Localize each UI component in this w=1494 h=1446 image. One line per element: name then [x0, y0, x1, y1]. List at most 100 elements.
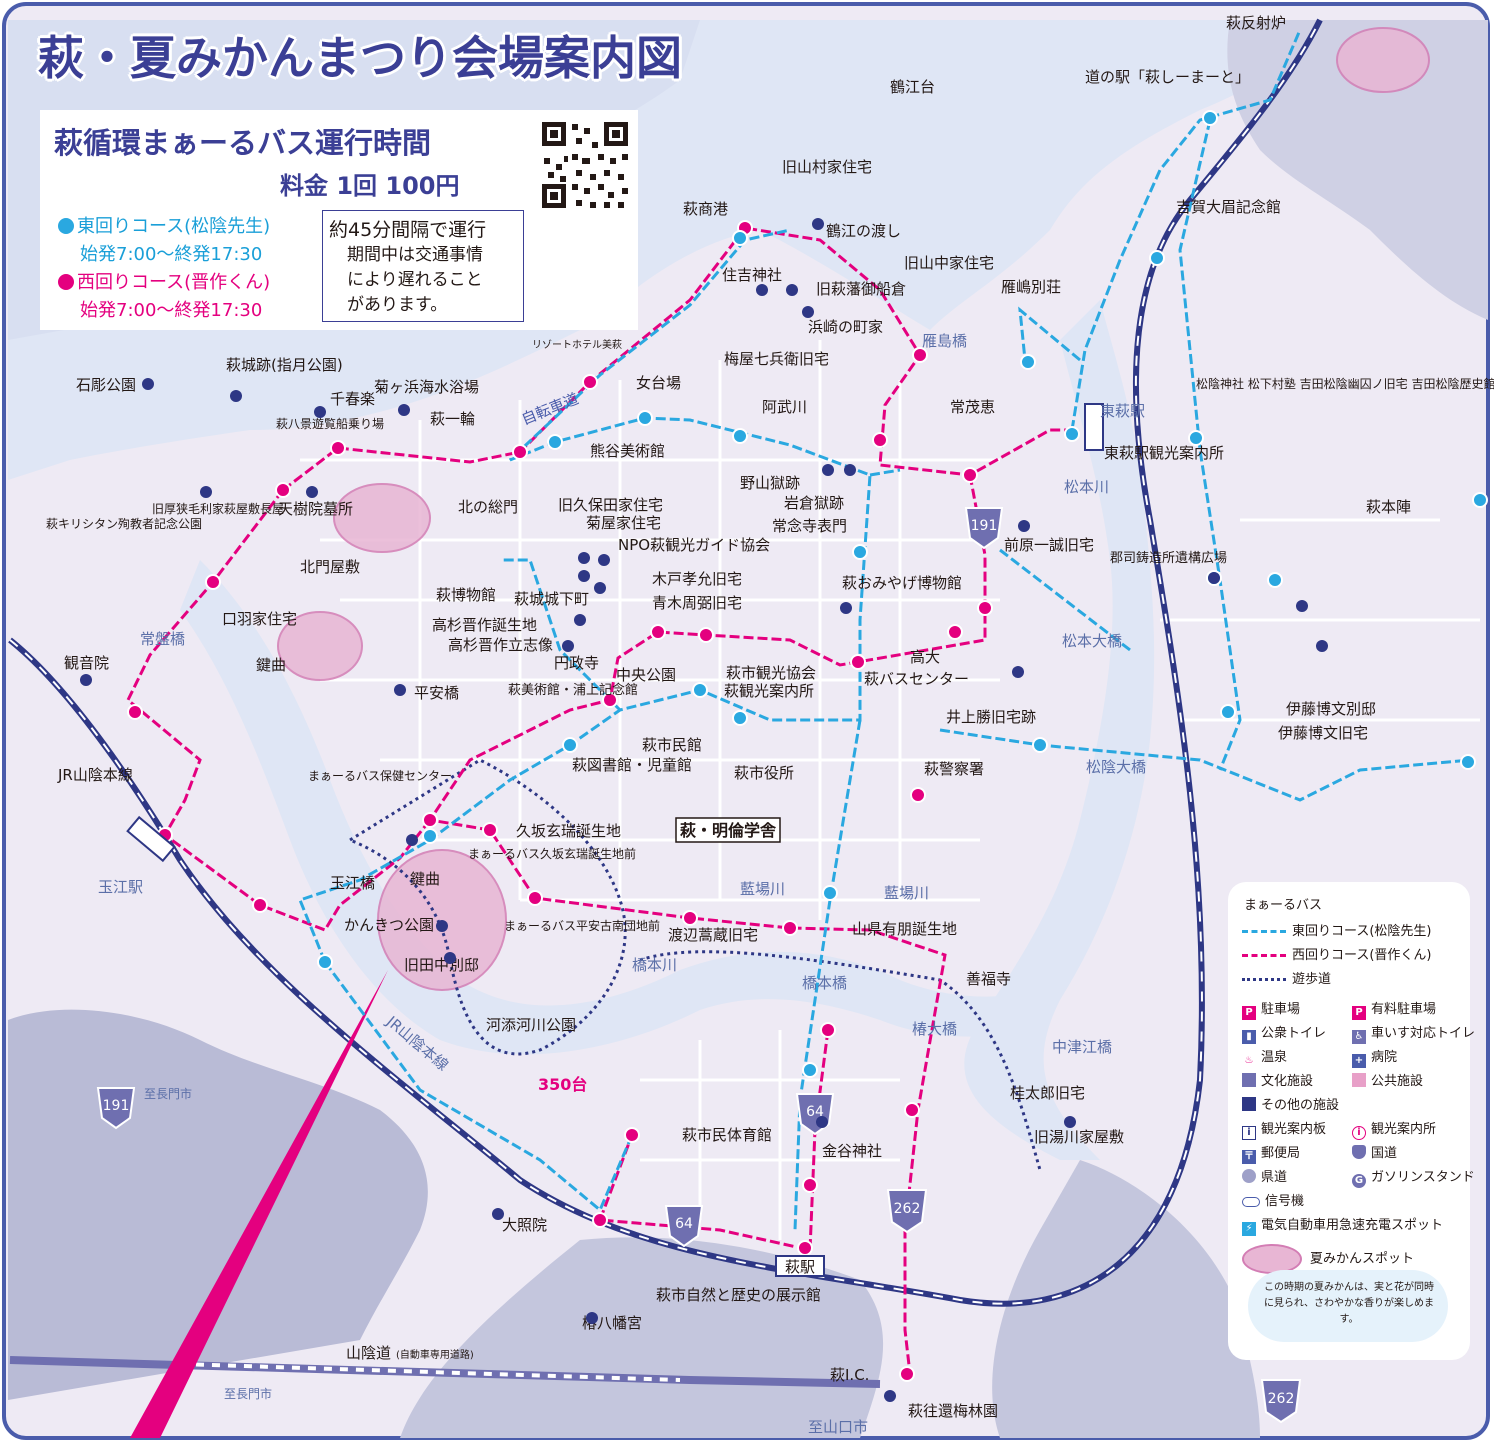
label-takasugi-birth: 高杉晋作誕生地: [432, 616, 537, 634]
label-city-hall: 萩市役所: [734, 764, 794, 782]
legend-info-center-text: 観光案内所: [1371, 1122, 1437, 1137]
label-hamasaki: 浜崎の町家: [808, 318, 883, 336]
legend-national-road-text: 国道: [1371, 1146, 1398, 1161]
label-kawazoe: 河添河川公園: [486, 1016, 576, 1034]
label-kusaka: 久坂玄瑞誕生地: [516, 822, 621, 840]
label-sanin-road-note: (自動車専用道路): [396, 1348, 474, 1361]
east-course-time: 始発7:00〜終発17:30: [80, 244, 263, 265]
label-natural-history: 萩市自然と歴史の展示館: [656, 1286, 821, 1304]
legend-note: この時期の夏みかんは、実と花が同時に見られ、さわやかな香りが楽しめます。: [1263, 1282, 1435, 1325]
label-tamaebashi: 玉江橋: [330, 874, 375, 892]
legend-west: 西回りコース(晋作くん): [1242, 944, 1432, 963]
meirin-box: [675, 817, 781, 843]
label-library: 萩図書館・児童館: [572, 756, 692, 774]
label-sorigui: 萩反射炉: [1226, 14, 1286, 32]
bus-info-panel: 萩循環まぁーるバス運行時間 料金 1回 100円 東回りコース(松陰先生) 始発…: [40, 110, 638, 330]
label-kuchiba: 口羽家住宅: [222, 610, 297, 628]
qr-code[interactable]: [538, 118, 632, 212]
legend-culture: 文化施設: [1242, 1070, 1313, 1089]
legend-toilet-text: 公衆トイレ: [1261, 1026, 1327, 1041]
east-route-line: [298, 29, 1471, 1231]
label-gankai: 雁嶋別荘: [1001, 278, 1061, 296]
legend-culture-text: 文化施設: [1261, 1074, 1314, 1089]
route-262b-label: 262: [1268, 1391, 1295, 1407]
legend-pref-road-text: 県道: [1261, 1170, 1288, 1185]
legend-parking-text: 駐車場: [1261, 1002, 1301, 1017]
legend-hospital: +病院: [1352, 1046, 1397, 1068]
higashi-hagi-station-marker[interactable]: [1084, 403, 1104, 451]
label-kanko-annai: 萩観光案内所: [724, 682, 814, 700]
label-yamagata: 山県有朋誕生地: [852, 920, 957, 938]
label-jr-sanin: JR山陰本線: [57, 766, 133, 784]
label-to-nagato: 至長門市: [224, 1386, 272, 1401]
legend-signal-text: 信号機: [1265, 1194, 1305, 1209]
label-kenritsu-museum: 萩美術館・浦上記念館: [508, 682, 638, 698]
label-katsura: 桂太郎旧宅: [1010, 1084, 1085, 1102]
label-inoue: 井上勝旧宅跡: [946, 708, 1036, 726]
label-parking350: 350台: [538, 1075, 587, 1094]
label-kankitsu-park: かんきつ公園: [344, 916, 434, 934]
east-course-label: 東回りコース(松陰先生): [58, 212, 270, 238]
delay-note: 期間中は交通事情により遅れることがあります。: [347, 245, 483, 315]
route-shield-262b: 262: [1260, 1379, 1302, 1424]
interval-text: 約45分間隔で運行: [329, 219, 487, 241]
label-yukawa: 旧湯川家屋敷: [1034, 1128, 1124, 1146]
label-kitamon: 北門屋敷: [300, 558, 360, 576]
sanin-expressway-dash: [179, 1362, 681, 1382]
label-kyu-kubota: 旧久保田家住宅: [558, 496, 663, 514]
label-michinoeki: 道の駅「萩しーまーと」: [1085, 68, 1250, 86]
route-shield-191b: 191: [96, 1087, 136, 1130]
label-tsurue-watashi: 鶴江の渡し: [826, 222, 901, 240]
east-course-dot: [58, 218, 74, 234]
legend-hospital-text: 病院: [1371, 1050, 1398, 1065]
label-nadaidai: 女台場: [636, 374, 681, 392]
hagi-station-box[interactable]: [775, 1255, 825, 1277]
label-kanatani: 金谷神社: [822, 1142, 882, 1160]
toilet-icon: ▮: [1242, 1030, 1256, 1044]
label-maebara: 前原一誠旧宅: [1004, 536, 1094, 554]
label-kikuya: 菊屋家住宅: [586, 514, 661, 532]
label-police: 萩警察署: [924, 760, 984, 778]
interval-box: 約45分間隔で運行 期間中は交通事情により遅れることがあります。: [322, 210, 524, 322]
label-jokaibashi: 常盤橋: [140, 630, 185, 648]
west-course-time: 始発7:00〜終発17:30: [80, 300, 263, 321]
label-hashimoto-river: 橋本川: [632, 956, 677, 974]
post-office-icon: 〒: [1242, 1150, 1256, 1164]
label-abu-river: 阿武川: [762, 398, 807, 416]
label-ishihiko: 石彫公園: [76, 376, 136, 394]
label-omiyage: 萩おみやげ博物館: [842, 574, 962, 592]
legend-walk-line: [1242, 978, 1286, 981]
route-shield-262: 262: [886, 1189, 928, 1234]
label-gankai-bridge: 雁島橋: [922, 332, 967, 350]
label-hagi-ic: 萩I.C.: [830, 1366, 869, 1384]
east-course-text: 東回りコース(松陰先生): [77, 216, 271, 237]
label-umeya: 梅屋七兵衛旧宅: [724, 350, 829, 368]
railway-line: [8, 18, 1323, 1307]
culture-facility-icon: [1242, 1073, 1256, 1087]
route-191b-label: 191: [103, 1098, 130, 1114]
legend-onsen-text: 温泉: [1261, 1050, 1288, 1065]
legend-paid-parking-text: 有料駐車場: [1371, 1002, 1437, 1017]
route-191-label: 191: [971, 518, 998, 534]
label-health-center: まぁーるバス保健センター: [308, 769, 452, 783]
west-course-label: 西回りコース(晋作くん): [58, 268, 270, 294]
matsumoto-river: [964, 300, 1155, 1160]
label-kikugahama: 菊ヶ浜海水浴場: [374, 378, 479, 396]
label-resort: リゾートホテル美萩: [532, 338, 622, 351]
public-facility-icon: [1352, 1073, 1366, 1087]
label-higashi-hagi-center: 東萩駅観光案内所: [1104, 444, 1224, 462]
label-chuo-park: 中央公園: [616, 666, 676, 684]
label-hagi-honjin: 萩本陣: [1366, 498, 1411, 516]
label-matsumoto-bridge: 松本大橋: [1062, 632, 1122, 650]
label-daishoin: 大照院: [502, 1216, 547, 1234]
tamae-station-marker[interactable]: [126, 815, 176, 863]
label-kusaka-bus: まぁーるバス久坂玄瑞誕生地前: [468, 846, 636, 861]
label-ito-house: 伊藤博文旧宅: [1278, 724, 1368, 742]
legend-title: まぁーるバス: [1244, 898, 1323, 913]
label-yoshiga: 吉賀大眉記念館: [1176, 198, 1281, 216]
mountain-s: [400, 1237, 884, 1438]
